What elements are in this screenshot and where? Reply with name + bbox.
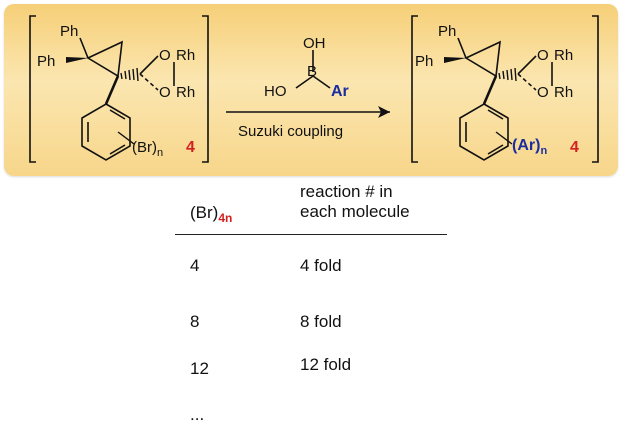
benzene-ring-product: [459, 103, 509, 161]
table-cell-fold: 4 fold: [300, 256, 342, 275]
table-cell-fold: 8 fold: [300, 312, 342, 331]
rhodium-label-top: Rh: [176, 47, 195, 64]
cyclopropane-ring-product: [464, 40, 501, 78]
reactant-multiplier: 4: [186, 139, 195, 156]
rhodium-label-top-product: Rh: [554, 47, 573, 64]
table-header-bromine-count: (Br)4n: [190, 203, 233, 225]
cyclopropane-ring: [86, 40, 123, 78]
left-bracket-open: [29, 15, 36, 163]
table-cell-count: 8: [190, 312, 200, 331]
wedge-bond: [66, 57, 88, 63]
table-header-reaction-count: reaction # in each molecule: [300, 182, 410, 221]
table-header-rule: [175, 234, 447, 235]
oxygen-label-top: O: [159, 47, 171, 64]
phenyl-label-top: Ph: [60, 23, 78, 40]
right-bracket-open: [411, 15, 418, 163]
table-cell-fold: 12 fold: [300, 355, 352, 374]
right-bracket-close: [592, 15, 599, 163]
boronic-oh-label: OH: [303, 35, 326, 52]
table-cell-ellipsis: ...: [190, 405, 205, 424]
phenyl-label-left-product: Ph: [415, 53, 433, 70]
phenyl-label-left: Ph: [37, 53, 55, 70]
phenyl-label-top-product: Ph: [438, 23, 456, 40]
oxygen-label-bottom-product: O: [537, 84, 549, 101]
arrow-head: [378, 106, 390, 118]
left-bracket-close: [202, 15, 209, 163]
bromo-substituent-label: (Br)n: [132, 139, 163, 159]
product-molecule: Ph Ph O O Rh Rh (Ar)n 4: [411, 15, 599, 163]
arrow-condition-label: Suzuki coupling: [238, 123, 343, 140]
product-multiplier: 4: [570, 139, 579, 156]
boronic-ho-label: HO: [264, 83, 287, 100]
reagent-and-arrow: OH B HO Ar Suzuki coupling: [226, 35, 390, 140]
reaction-scheme: Ph Ph O O Rh Rh (Br)n 4 OH B HO Ar Suzuk…: [29, 15, 599, 163]
reactant-molecule: Ph Ph O O Rh Rh (Br)n 4: [29, 15, 209, 163]
oxygen-label-top-product: O: [537, 47, 549, 64]
rhodium-label-bottom-product: Rh: [554, 84, 573, 101]
reaction-scheme-panel: [4, 4, 618, 176]
aryl-label: Ar: [331, 83, 349, 100]
boron-label: B: [307, 63, 317, 80]
reaction-count-table: (Br)4n reaction # in each molecule 4 4 f…: [0, 176, 622, 435]
benzene-ring: [81, 103, 131, 161]
oxygen-label-bottom: O: [159, 84, 171, 101]
table-cell-count: 4: [190, 256, 200, 275]
rhodium-label-bottom: Rh: [176, 84, 195, 101]
table-cell-count: 12: [190, 359, 209, 378]
aryl-substituent-label: (Ar)n: [512, 137, 547, 157]
